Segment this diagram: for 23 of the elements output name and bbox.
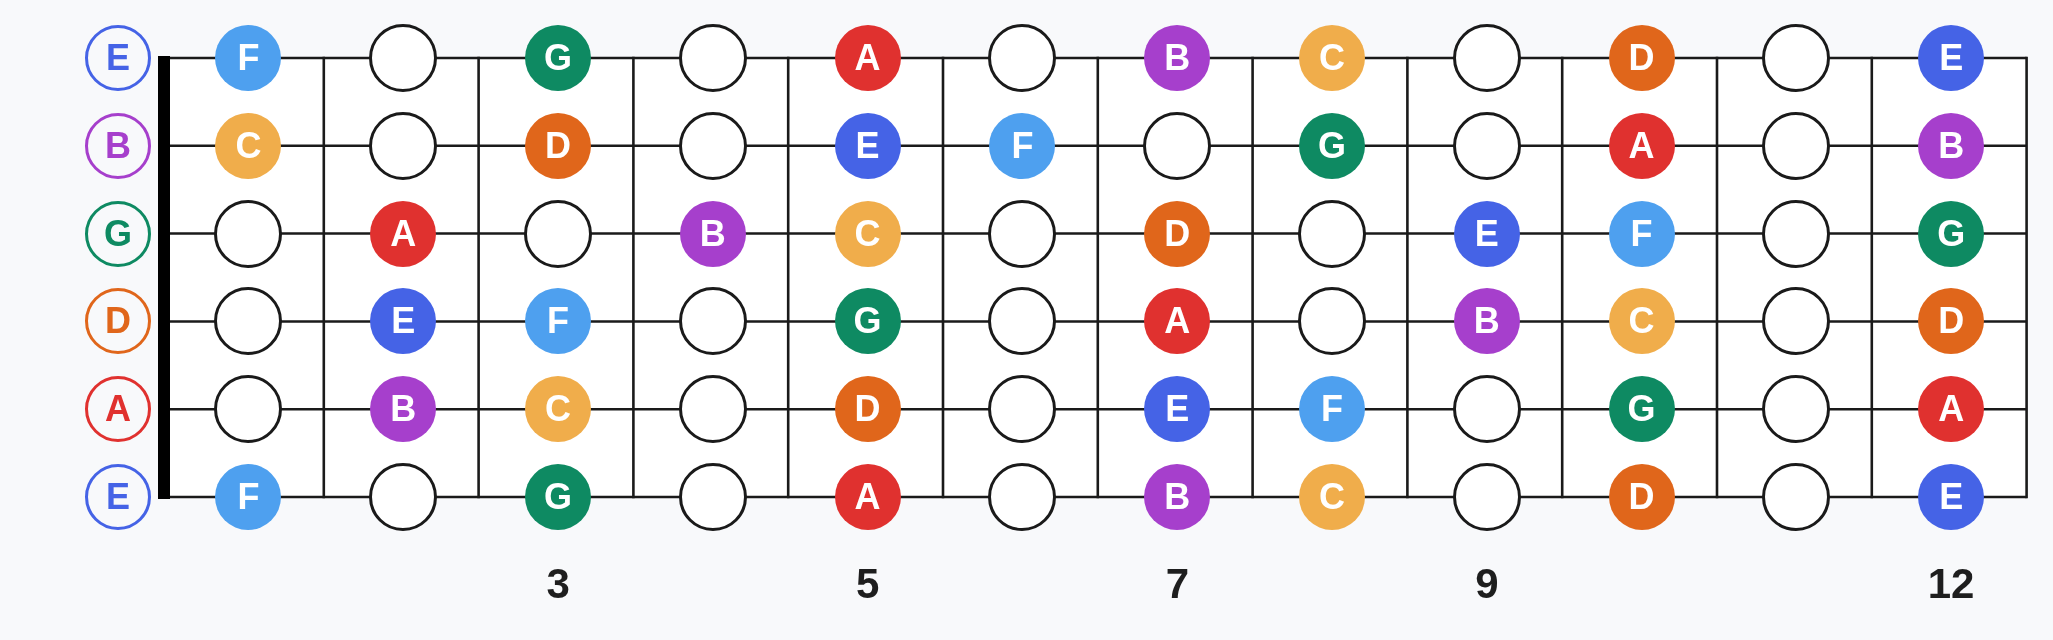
open-string-note: G [85, 200, 151, 267]
note-circle: B [1144, 464, 1211, 530]
fret-number: 3 [546, 563, 570, 605]
note-circle: F [215, 25, 282, 91]
note-circle: D [1608, 25, 1675, 91]
fret-number: 12 [1927, 563, 1975, 605]
note-circle: C [1299, 25, 1365, 91]
note-circle: A [834, 25, 901, 91]
note-circle: G [525, 464, 591, 530]
note-circle: F [215, 464, 282, 530]
note-circle: C [1299, 464, 1365, 530]
open-string-note: D [85, 288, 151, 355]
open-string-note: A [85, 376, 151, 443]
fret-number: 7 [1165, 563, 1190, 605]
note-circle: E [1918, 464, 1985, 530]
note-circle: E [1918, 25, 1985, 91]
open-string-note: E [85, 464, 151, 530]
fret-number: 9 [1475, 563, 1499, 605]
fret-number: 5 [856, 563, 880, 605]
open-string-note: E [85, 25, 151, 91]
note-circle: G [525, 25, 591, 91]
open-string-note: B [85, 112, 151, 179]
note-circle: B [1144, 25, 1211, 91]
